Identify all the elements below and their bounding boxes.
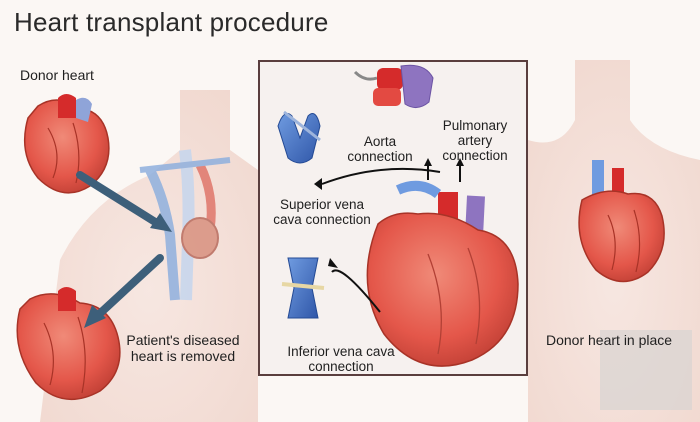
watermark-blur xyxy=(600,330,692,410)
superior-vena-cava xyxy=(277,110,321,164)
panel-arrows xyxy=(321,166,461,313)
aorta-pulmonary-connection xyxy=(353,64,434,108)
label-superior-vena-cava: Superior vena cava connection xyxy=(273,197,371,228)
inferior-vena-cava xyxy=(281,257,325,319)
donor-heart-top xyxy=(23,94,110,194)
label-patient-diseased: Patient's diseased heart is removed xyxy=(126,332,240,364)
patient-vessels xyxy=(139,149,231,301)
page-title: Heart transplant procedure xyxy=(14,7,329,37)
donor-heart-in-place xyxy=(578,160,665,283)
label-donor-heart: Donor heart xyxy=(20,67,94,83)
panel-illustration xyxy=(277,64,519,367)
label-donor-heart-in-place: Donor heart in place xyxy=(546,332,673,348)
connections-panel xyxy=(258,60,528,376)
panel-arrowheads xyxy=(314,158,464,268)
label-pulmonary-connection: Pulmonary artery connection xyxy=(442,118,508,164)
label-aorta-connection: Aorta connection xyxy=(347,134,413,165)
panel-donor-heart xyxy=(366,180,519,367)
label-inferior-vena-cava: Inferior vena cava connection xyxy=(287,344,395,375)
left-arrows xyxy=(76,171,172,328)
